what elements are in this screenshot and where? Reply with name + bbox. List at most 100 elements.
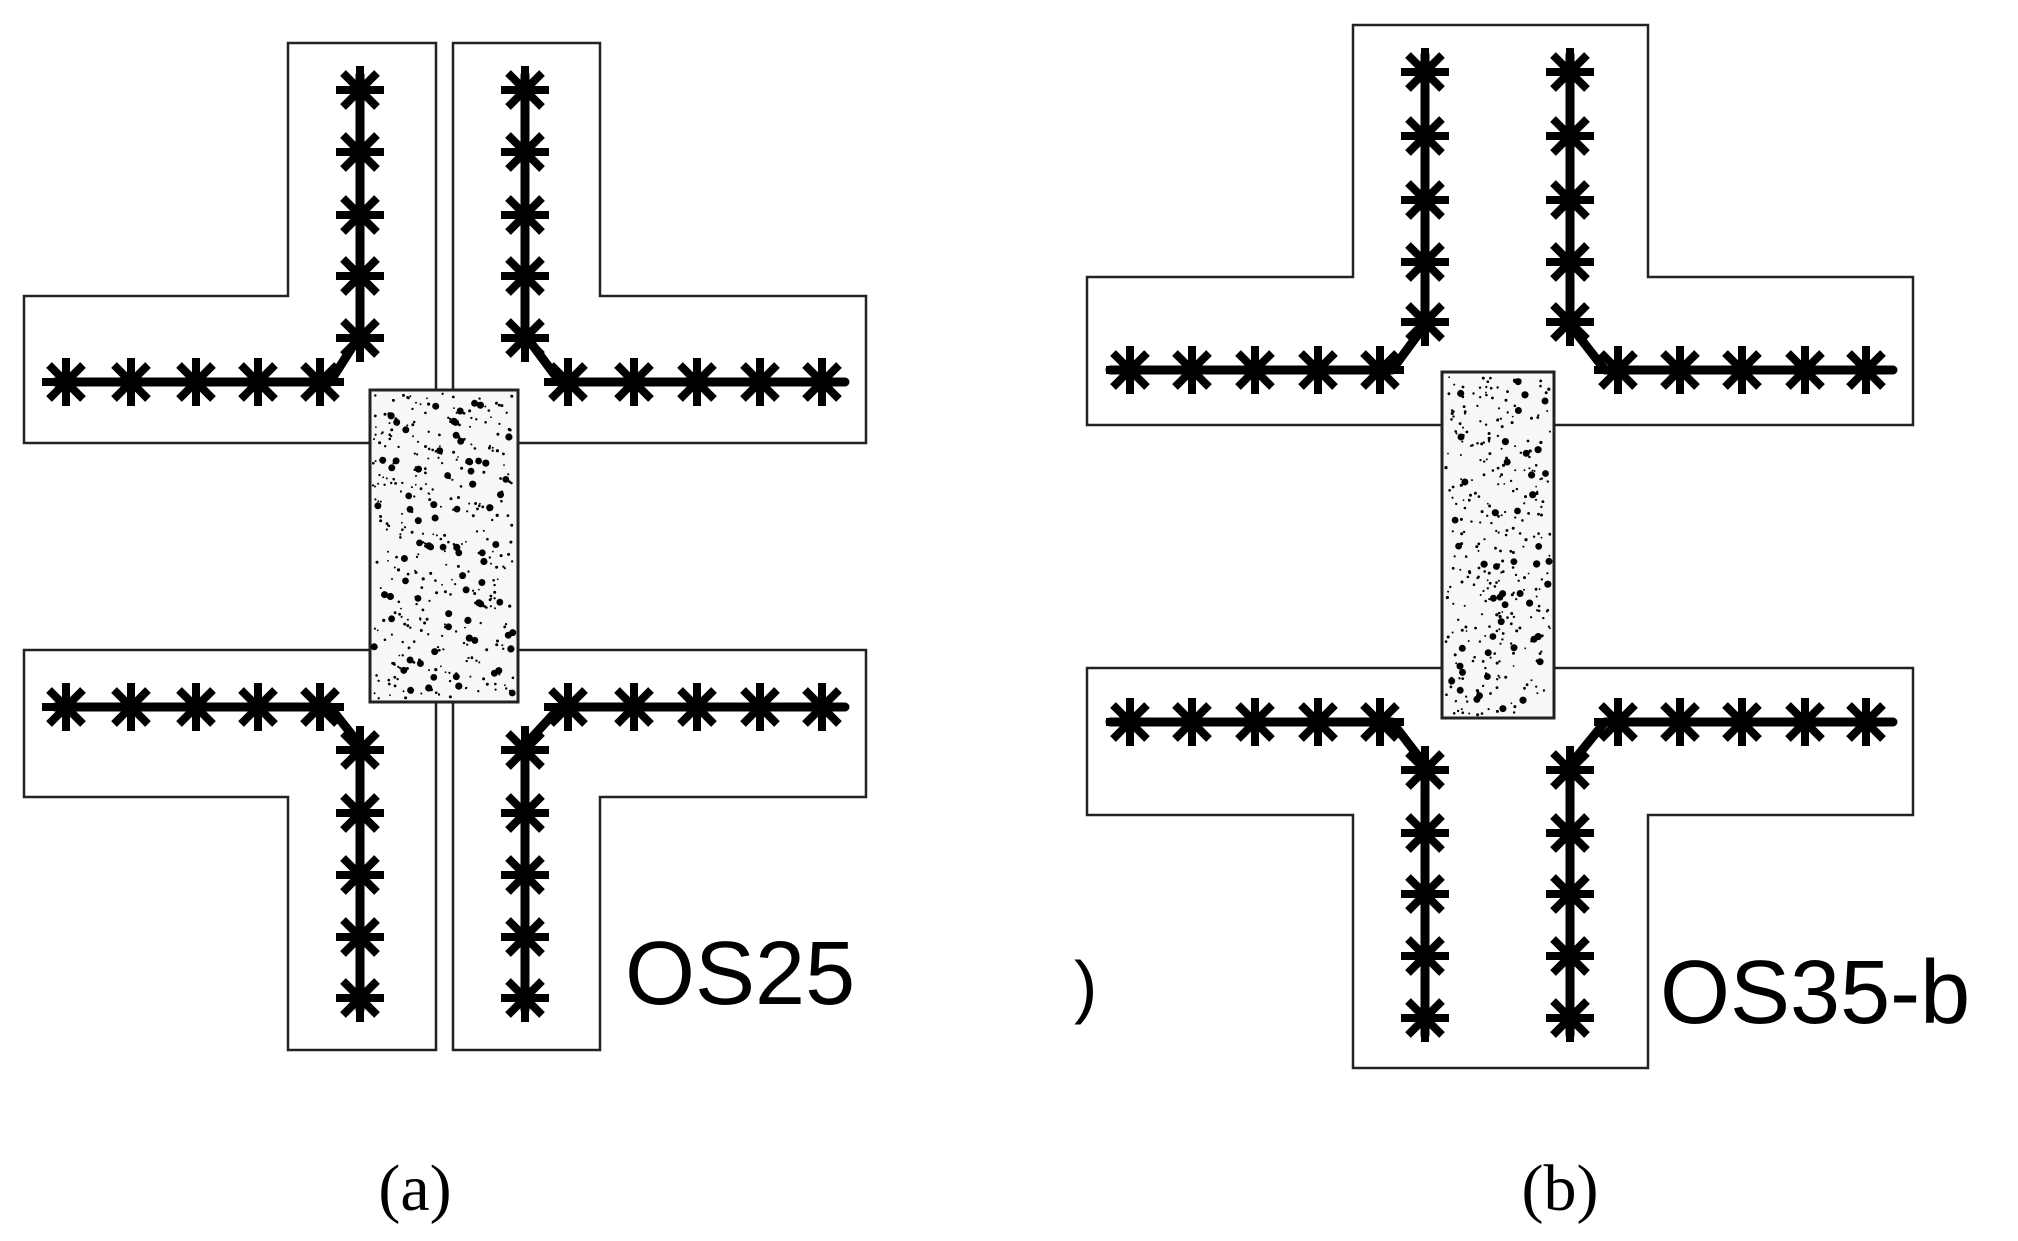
concrete-speck [1533, 470, 1536, 472]
concrete-speck [380, 432, 383, 435]
concrete-speck [391, 398, 395, 402]
concrete-speck [434, 579, 437, 582]
concrete-speck [430, 674, 438, 681]
panel-a-anchors [42, 66, 846, 1022]
anchor-marker [1356, 698, 1404, 746]
concrete-speck [455, 682, 463, 690]
anchor-marker [736, 358, 784, 406]
concrete-speck [1451, 485, 1455, 489]
concrete-speck [1448, 489, 1451, 492]
concrete-speck [1549, 627, 1551, 630]
concrete-speck [414, 517, 422, 525]
concrete-speck [412, 661, 416, 664]
concrete-speck [452, 673, 460, 681]
concrete-speck [505, 433, 513, 441]
concrete-speck [502, 565, 505, 568]
concrete-speck [1488, 452, 1492, 456]
concrete-speck [491, 446, 494, 449]
concrete-speck [410, 691, 413, 694]
concrete-speck [1542, 616, 1545, 620]
concrete-speck [495, 565, 499, 569]
concrete-speck [1477, 542, 1481, 546]
concrete-speck [381, 593, 384, 597]
concrete-speck [484, 405, 487, 408]
concrete-speck [398, 612, 401, 616]
concrete-speck [428, 669, 430, 672]
concrete-speck [378, 441, 382, 445]
concrete-speck [1548, 554, 1551, 557]
concrete-speck [1522, 545, 1525, 548]
concrete-speck [1451, 516, 1459, 524]
concrete-speck [1455, 662, 1458, 665]
concrete-speck [1528, 471, 1536, 479]
edge-mark-b: ) [1074, 947, 1097, 1025]
anchor-marker [1656, 698, 1704, 746]
concrete-speck [459, 485, 463, 488]
concrete-speck [1485, 458, 1488, 461]
concrete-speck [1461, 677, 1465, 680]
concrete-speck [496, 639, 499, 643]
concrete-speck [406, 572, 410, 576]
concrete-speck [373, 438, 375, 441]
concrete-speck [505, 411, 508, 414]
concrete-speck [507, 552, 511, 556]
concrete-speck [1514, 378, 1522, 386]
concrete-speck [431, 648, 439, 656]
concrete-speck [491, 449, 494, 452]
concrete-speck [1501, 611, 1504, 613]
concrete-speck [1461, 711, 1465, 714]
concrete-speck [1445, 693, 1448, 696]
concrete-speck [465, 659, 468, 663]
concrete-speck [435, 534, 438, 537]
concrete-speck [427, 402, 431, 406]
concrete-speck [1449, 685, 1453, 689]
concrete-speck [404, 696, 408, 700]
concrete-speck [440, 452, 443, 455]
concrete-speck [424, 445, 427, 448]
concrete-speck [487, 446, 491, 450]
concrete-speck [373, 414, 377, 418]
concrete-speck [1472, 583, 1476, 586]
anchor-marker [1594, 698, 1642, 746]
concrete-speck [400, 555, 408, 562]
anchor-marker [544, 358, 592, 406]
concrete-speck [431, 514, 439, 522]
concrete-speck [498, 422, 501, 425]
concrete-speck [486, 537, 489, 541]
concrete-speck [1513, 705, 1517, 709]
concrete-speck [1546, 480, 1550, 483]
concrete-speck [1504, 510, 1507, 514]
concrete-speck [1478, 640, 1482, 643]
concrete-speck [464, 616, 472, 625]
concrete-speck [421, 532, 425, 535]
concrete-speck [403, 526, 407, 529]
concrete-speck [1458, 422, 1462, 425]
concrete-speck [499, 554, 503, 558]
concrete-speck [403, 622, 407, 626]
concrete-speck [420, 692, 423, 695]
concrete-speck [467, 570, 470, 573]
concrete-speck [455, 549, 463, 557]
concrete-speck [502, 647, 505, 650]
concrete-speck [436, 646, 440, 649]
concrete-speck [1494, 546, 1497, 550]
concrete-speck [427, 492, 430, 495]
concrete-speck [454, 583, 457, 586]
concrete-speck [402, 393, 405, 397]
concrete-speck [423, 621, 427, 625]
concrete-speck [1530, 416, 1533, 420]
concrete-speck [452, 450, 456, 454]
anchor-marker [501, 252, 549, 300]
concrete-speck [1485, 393, 1488, 397]
concrete-speck [1548, 430, 1551, 433]
concrete-speck [1536, 692, 1539, 695]
concrete-speck [406, 396, 409, 399]
concrete-speck [1499, 549, 1502, 553]
concrete-speck [1509, 479, 1513, 483]
concrete-speck [427, 633, 430, 636]
concrete-speck [1535, 543, 1543, 550]
concrete-speck [505, 687, 508, 690]
concrete-speck [1482, 589, 1485, 593]
concrete-speck [1495, 661, 1499, 665]
concrete-speck [1546, 572, 1549, 575]
